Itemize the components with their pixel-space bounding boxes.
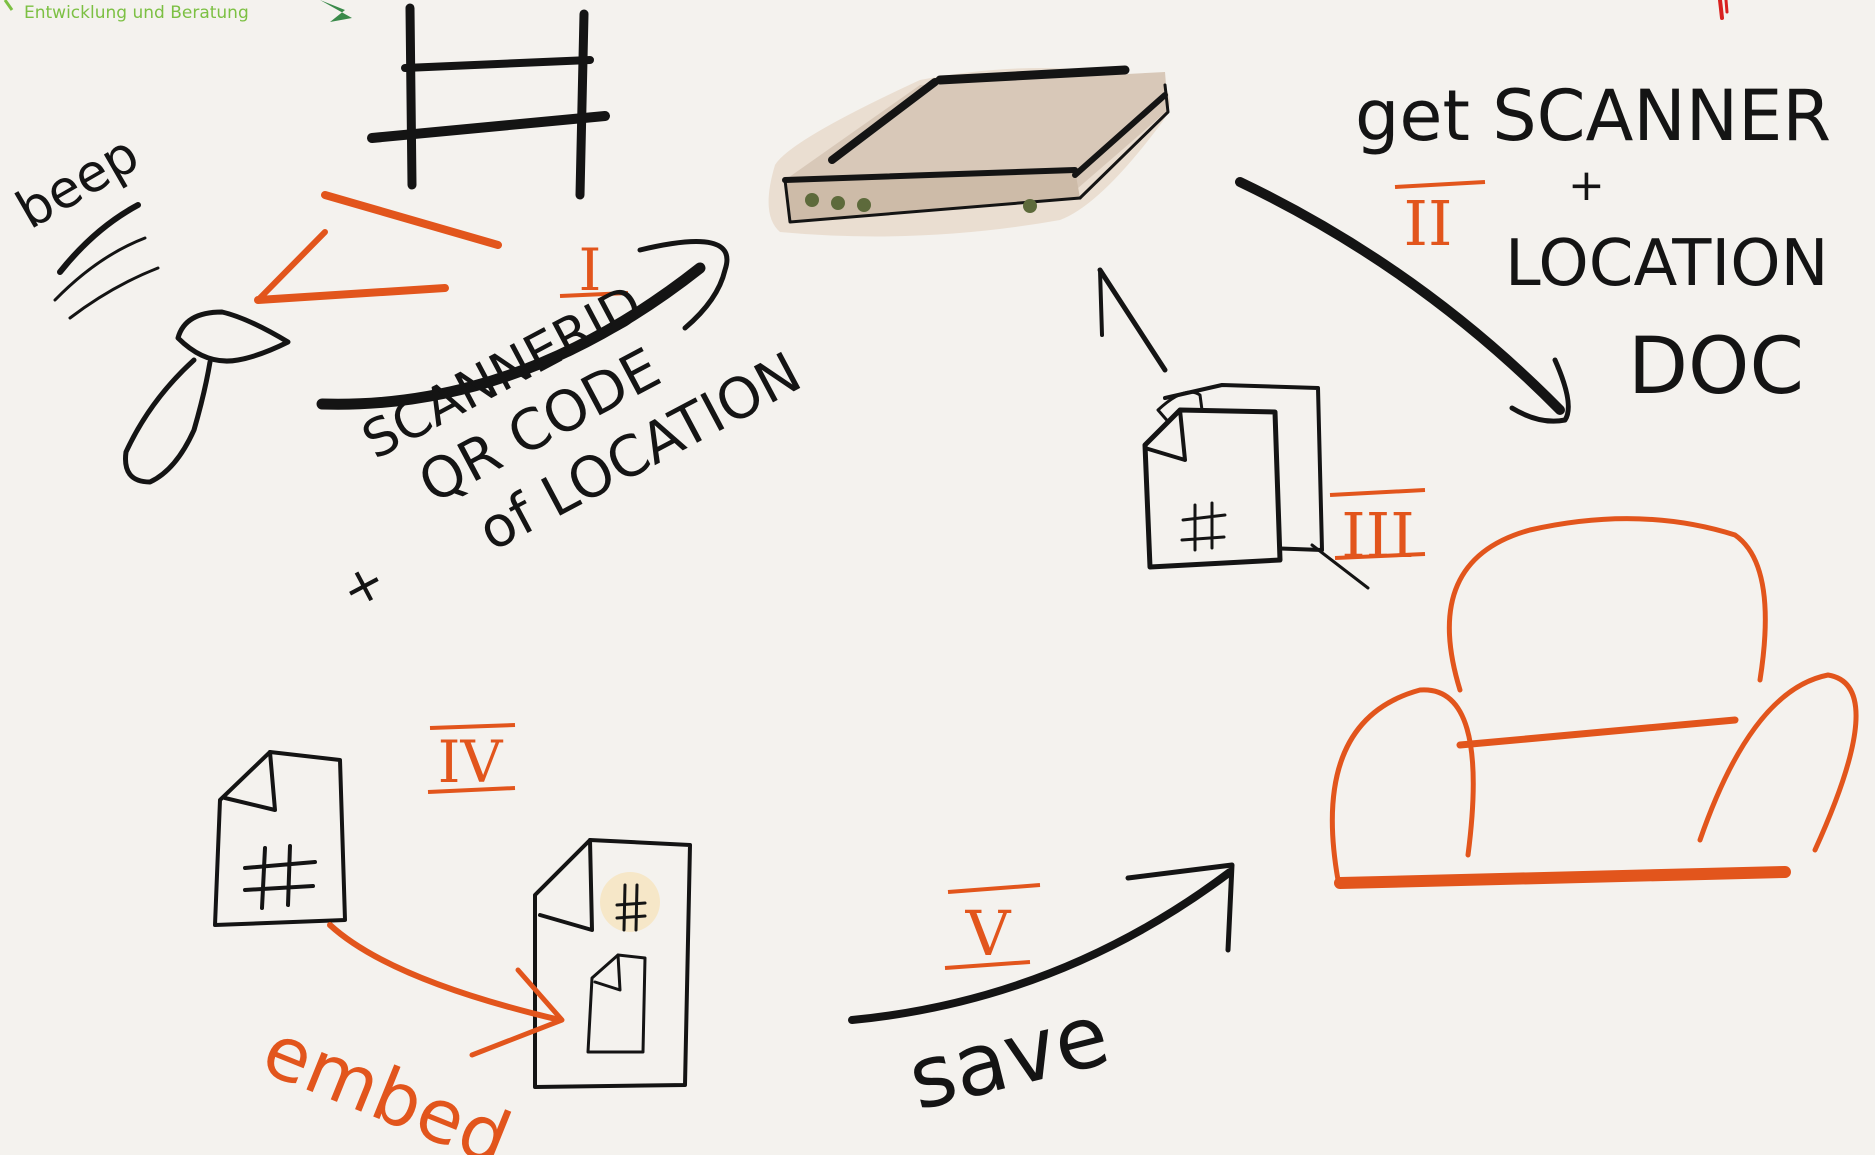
svg-text:II: II bbox=[1404, 187, 1453, 260]
svg-text:+: + bbox=[331, 550, 395, 621]
svg-text:+: + bbox=[1568, 160, 1605, 211]
step-label-5: V bbox=[945, 885, 1040, 970]
embed-label: embed bbox=[251, 1007, 522, 1155]
server-icon bbox=[769, 68, 1170, 236]
svg-text:III: III bbox=[1341, 499, 1414, 572]
status-led bbox=[857, 198, 871, 212]
step-label-2: II bbox=[1395, 182, 1485, 260]
svg-text:DOC: DOC bbox=[1628, 322, 1804, 412]
scanner-payload-label: SCANNERID + QR CODE of LOCATION bbox=[273, 224, 811, 635]
svg-text:get SCANNER: get SCANNER bbox=[1355, 75, 1831, 157]
document-stack-icon bbox=[1100, 270, 1368, 588]
brand-tagline: Entwicklung und Beratung bbox=[24, 3, 249, 23]
embedded-document-icon bbox=[535, 840, 690, 1087]
status-led bbox=[1023, 199, 1037, 213]
svg-text:LOCATION: LOCATION bbox=[1505, 227, 1828, 301]
sofa-icon bbox=[1332, 519, 1856, 883]
step-label-3: III bbox=[1330, 490, 1425, 572]
step-label-4: IV bbox=[428, 725, 515, 796]
svg-text:V: V bbox=[965, 897, 1012, 970]
beep-label: beep bbox=[7, 124, 150, 241]
status-led bbox=[805, 193, 819, 207]
qr-code-icon bbox=[372, 8, 605, 195]
red-mark-fragment bbox=[1720, 0, 1727, 18]
embed-arrow bbox=[330, 925, 562, 1055]
status-led bbox=[831, 196, 845, 210]
svg-text:IV: IV bbox=[438, 728, 504, 796]
document-icon bbox=[215, 752, 345, 925]
